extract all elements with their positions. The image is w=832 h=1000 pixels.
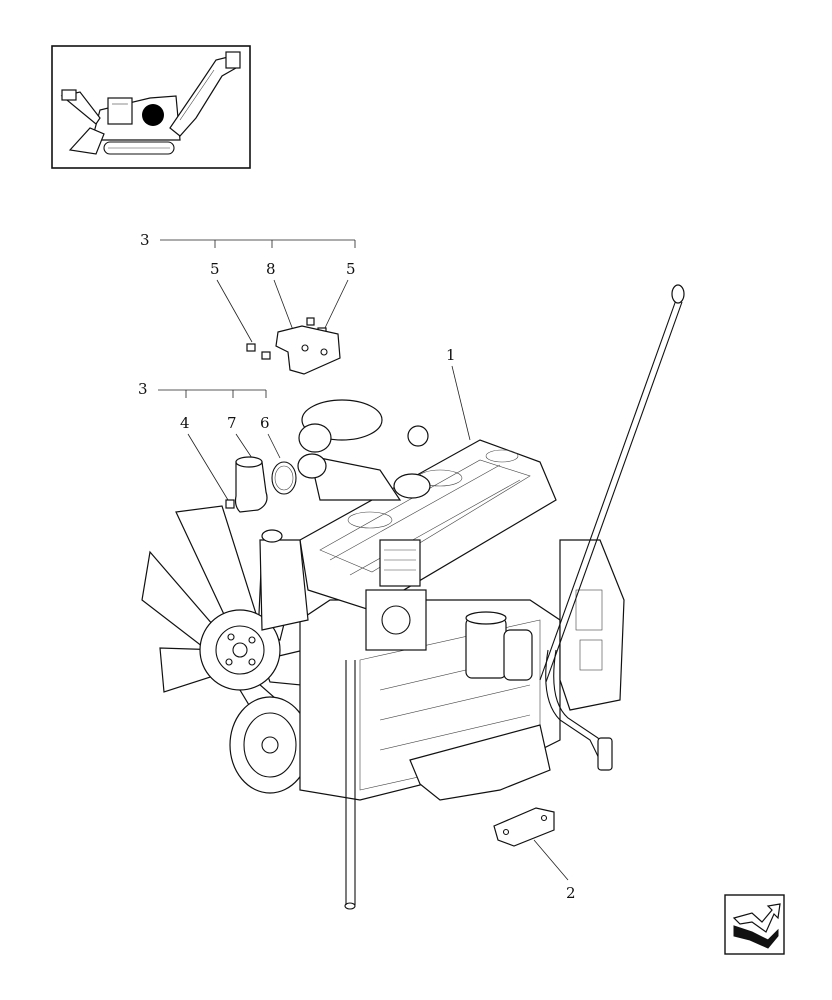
flywheel-housing (559, 539, 625, 711)
kit-group-upper: 3 5 8 5 (140, 231, 356, 375)
bolt-left (246, 343, 271, 360)
support-bracket: 2 (493, 807, 576, 902)
callout-5-right: 5 (346, 260, 356, 278)
plug (225, 499, 235, 509)
mounting-plate (275, 325, 341, 375)
callout-3-lower: 3 (138, 380, 148, 398)
callout-5-left: 5 (210, 260, 220, 278)
callout-4: 4 (180, 414, 190, 432)
turbocharger (297, 399, 431, 501)
oil-pan (409, 724, 551, 801)
locator-marker (142, 104, 164, 126)
callout-3-upper: 3 (140, 231, 150, 249)
harvester-silhouette (60, 51, 241, 155)
hose-clamp (271, 461, 297, 495)
callout-7: 7 (227, 414, 237, 432)
callout-1: 1 (446, 346, 456, 364)
dipstick (539, 284, 685, 771)
locator-thumbnail (51, 45, 251, 169)
oil-filter (465, 611, 533, 681)
callout-2: 2 (566, 884, 576, 902)
dipstick-tube (344, 660, 356, 910)
kit-group-lower: 3 4 7 6 (138, 380, 297, 513)
fuel-pump (365, 539, 427, 651)
callout-6: 6 (260, 414, 270, 432)
next-page-arrow-icon[interactable] (724, 894, 785, 955)
callout-8: 8 (266, 260, 276, 278)
crank-pulley (229, 696, 311, 794)
engine-assembly: 1 (141, 284, 685, 910)
